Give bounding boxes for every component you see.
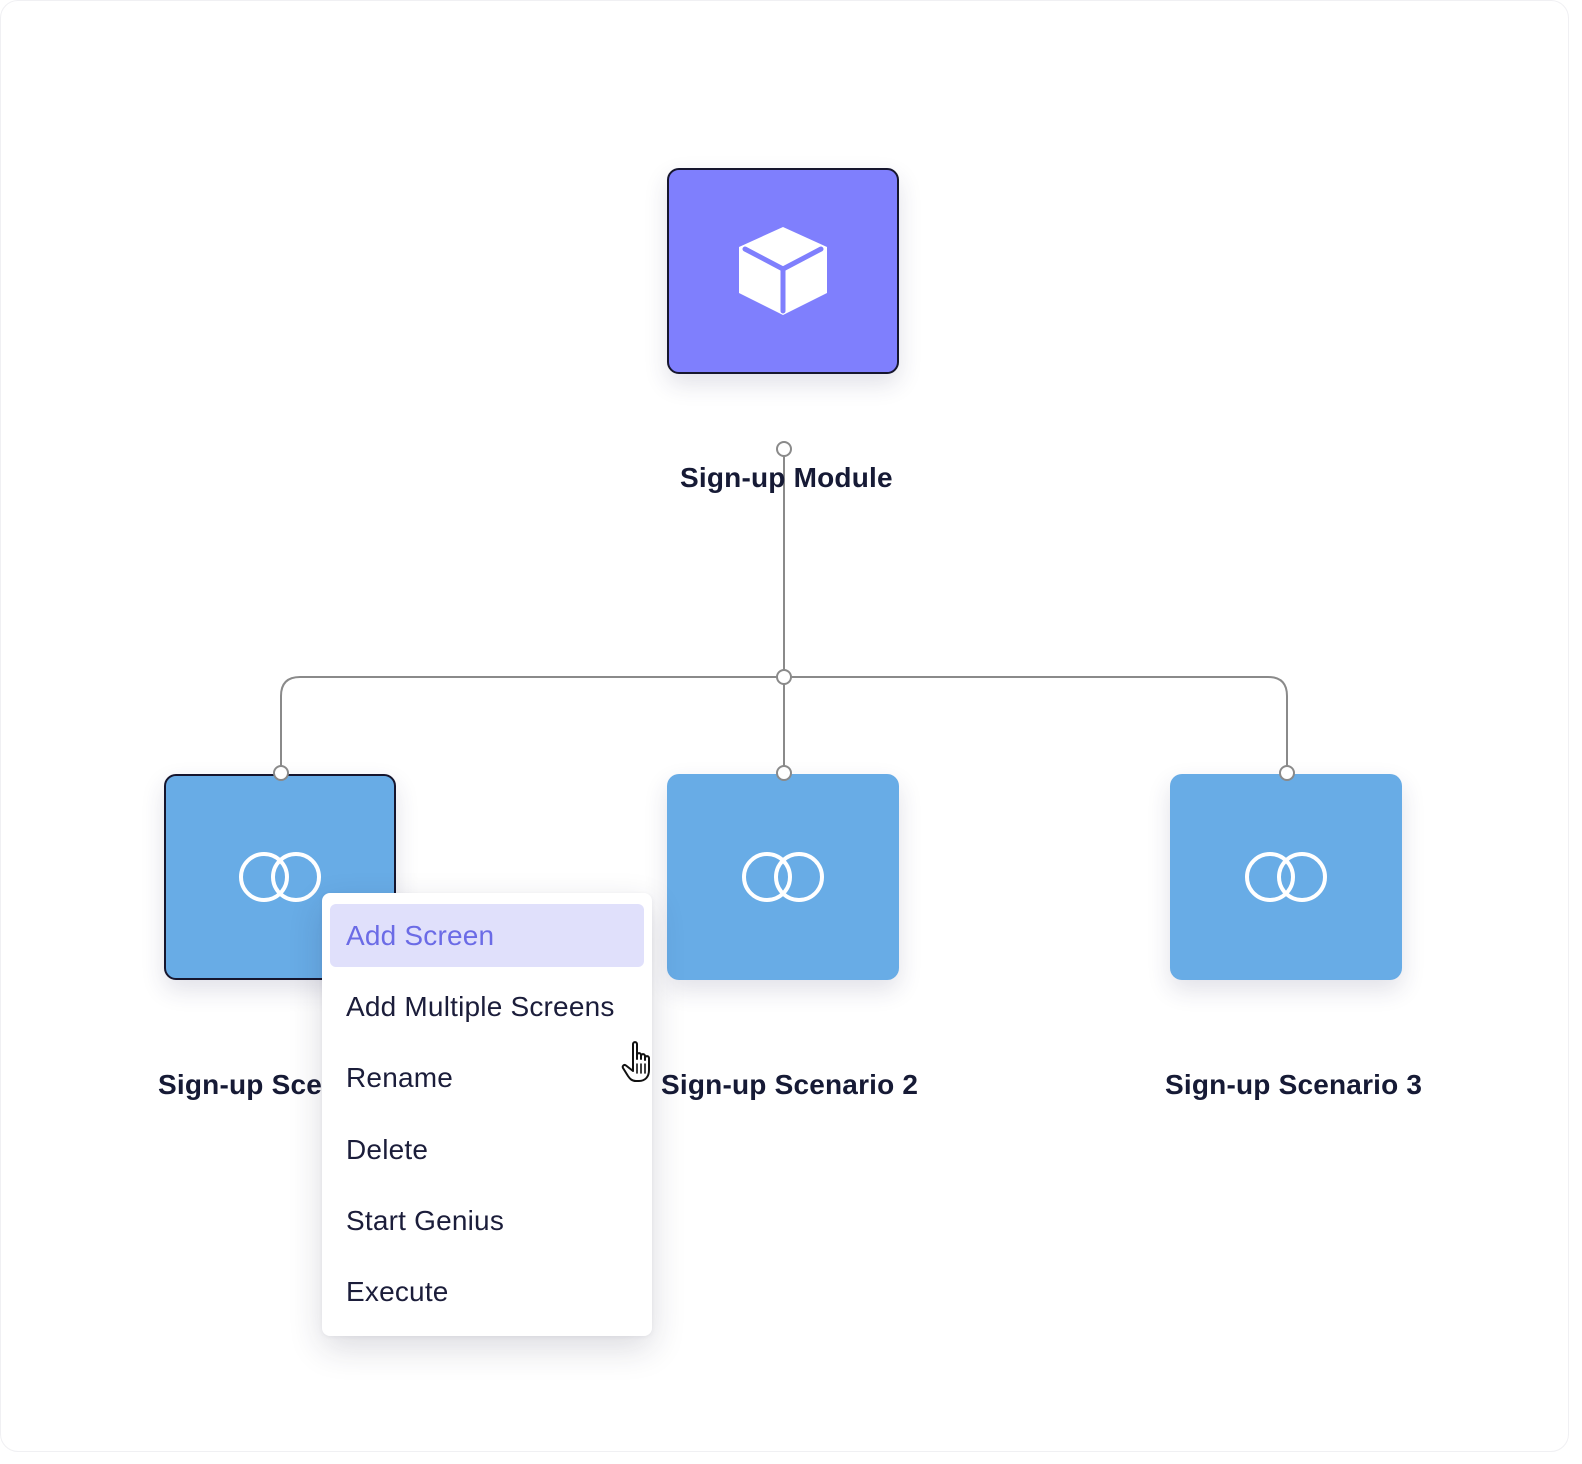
menu-item-start-genius[interactable]: Start Genius	[346, 1205, 505, 1237]
scenario-node-2[interactable]	[667, 774, 899, 980]
module-node[interactable]	[667, 168, 899, 374]
scenario-3-input-port	[1279, 765, 1295, 781]
hand-pointer-icon	[621, 1041, 650, 1082]
two-rings-icon	[239, 852, 321, 902]
module-output-port	[776, 441, 792, 457]
menu-item-add-screen[interactable]: Add Screen	[330, 904, 644, 967]
scenario-label-2: Sign-up Scenario 2	[661, 1069, 919, 1100]
two-rings-icon	[742, 852, 824, 902]
cube-icon	[739, 227, 827, 315]
two-rings-icon	[1245, 852, 1327, 902]
menu-item-add-multiple-screens[interactable]: Add Multiple Screens	[346, 990, 615, 1022]
module-label: Sign-up Module	[680, 462, 893, 493]
context-menu: Add Screen Add Multiple Screens Rename D…	[322, 893, 652, 1336]
menu-item-delete[interactable]: Delete	[346, 1133, 429, 1165]
scenario-2-input-port	[776, 765, 792, 781]
scenario-1-input-port	[273, 765, 289, 781]
scenario-label-3: Sign-up Scenario 3	[1165, 1069, 1423, 1100]
junction-port	[776, 669, 792, 685]
branch-connector-right	[784, 676, 1288, 773]
branch-connector-left	[280, 676, 784, 773]
scenario-label-1: Sign-up Scenario 1	[158, 1069, 322, 1100]
menu-item-rename[interactable]: Rename	[346, 1062, 454, 1094]
menu-item-execute[interactable]: Execute	[346, 1276, 449, 1308]
scenario-node-3[interactable]	[1170, 774, 1402, 980]
